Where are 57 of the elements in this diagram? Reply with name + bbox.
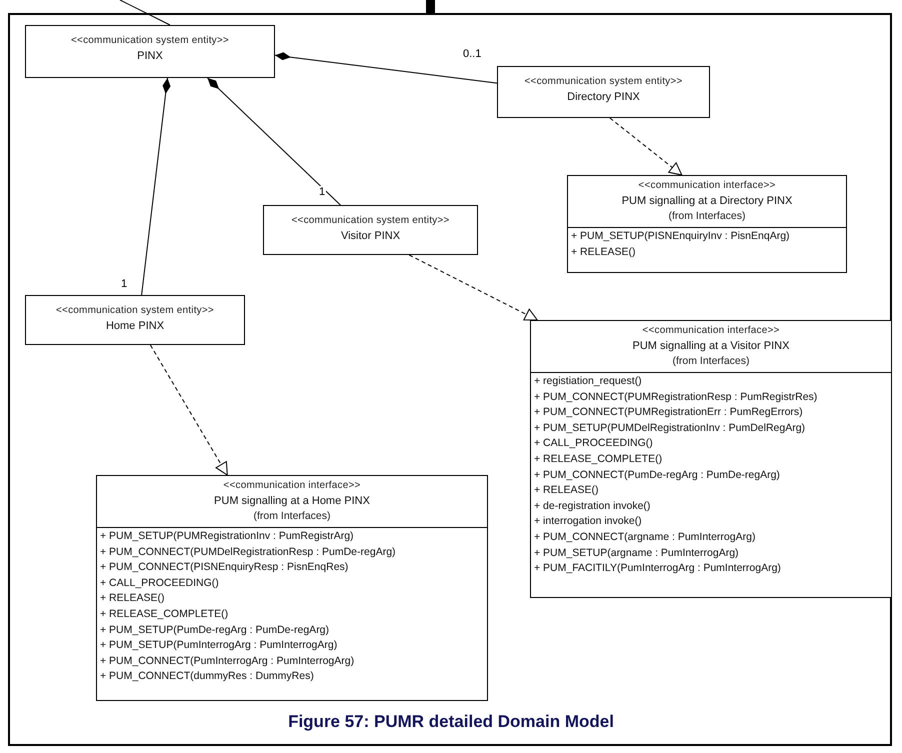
stereotype-text: <<communication system entity>> (71, 34, 229, 48)
operation-text: + PUM_SETUP(PumDe-regArg : PumDe-regArg) (100, 622, 330, 638)
operation-text: + PUM_CONNECT(argname : PumInterrogArg) (534, 530, 756, 545)
operation-text: + CALL_PROCEEDING() (534, 436, 654, 452)
class-name: Home PINX (106, 319, 164, 334)
package-note: (from Interfaces) (668, 209, 746, 224)
interface-class-box (567, 175, 847, 273)
interface-class-box (530, 320, 892, 598)
operation-text: + PUM_CONNECT(PUMDelRegistrationResp : PumDe-regArg) (100, 544, 397, 560)
operation-text: + PUM_CONNECT(PumInterrogArg : PumInterrogArg) (100, 654, 356, 669)
figure-caption: Figure 57: PUMR detailed Domain Model (288, 712, 614, 731)
operation-text: + registiation_request() (534, 374, 643, 389)
package-note: (from Interfaces) (672, 354, 750, 369)
class-name: PUM signalling at a Visitor PINX (632, 339, 790, 354)
operation-text: + RELEASE_COMPLETE() (100, 606, 230, 622)
operation-text: + PUM_FACITILY(PumInterrogArg : PumInterrogArg) (534, 561, 782, 576)
operation-text: + RELEASE() (571, 244, 636, 260)
class-box (497, 66, 710, 118)
stereotype-text: <<communication system entity>> (56, 304, 214, 318)
stereotype-text: <<communication interface>> (638, 179, 776, 193)
stereotype-text: <<communication interface>> (223, 479, 361, 493)
operation-text: + PUM_SETUP(argname : PumInterrogArg) (534, 546, 740, 561)
stereotype-text: <<communication system entity>> (292, 214, 450, 228)
operation-text: + PUM_CONNECT(dummyRes : DummyRes) (100, 669, 315, 684)
class-name: PINX (137, 49, 163, 64)
realization-arrow (609, 118, 682, 176)
operation-text: + PUM_CONNECT(PUMRegistrationErr : PumRegErrors) (534, 405, 804, 420)
stereotype-text: <<communication system entity>> (524, 75, 682, 89)
realization-arrow (150, 344, 228, 476)
operation-text: + de-registration invoke() (534, 498, 652, 514)
class-name: Directory PINX (567, 90, 640, 105)
class-box (25, 295, 245, 345)
operation-text: + PUM_CONNECT(PUMRegistrationResp : PumRegistrRes) (534, 390, 818, 405)
composition-line (274, 52, 498, 84)
class-name: Visitor PINX (340, 229, 400, 244)
composition-line (207, 78, 341, 206)
operation-text: + interrogation invoke() (534, 514, 643, 530)
operation-text: + PUM_SETUP(PUMDelRegistrationInv : PumDelRegArg) (534, 420, 806, 436)
class-name: PUM signalling at a Home PINX (214, 494, 370, 509)
operation-text: + RELEASE() (100, 591, 166, 606)
composition-line (141, 78, 171, 296)
realization-arrow (408, 254, 538, 320)
operation-text: + CALL_PROCEEDING() (100, 576, 220, 591)
interface-class-box (96, 475, 488, 701)
operation-text: + PUM_SETUP(PumInterrogArg : PumInterrogArg) (100, 638, 338, 654)
operation-text: + RELEASE() (534, 483, 600, 498)
package-note: (from Interfaces) (253, 509, 331, 524)
operation-text: + PUM_SETUP(PUMRegistrationInv : PumRegistrArg) (100, 529, 355, 544)
class-box (25, 25, 275, 78)
connector-line (120, 0, 170, 26)
class-box (263, 205, 478, 255)
operation-text: + PUM_SETUP(PISNEnquiryInv : PisnEnqArg) (571, 229, 791, 244)
operation-text: + RELEASE_COMPLETE() (534, 452, 664, 467)
stereotype-text: <<communication interface>> (642, 324, 780, 338)
operation-text: + PUM_CONNECT(PumDe-regArg : PumDe-regArg) (534, 468, 781, 483)
operation-text: + PUM_CONNECT(PISNEnquiryResp : PisnEnqRes) (100, 560, 350, 576)
class-name: PUM signalling at a Directory PINX (622, 194, 792, 209)
